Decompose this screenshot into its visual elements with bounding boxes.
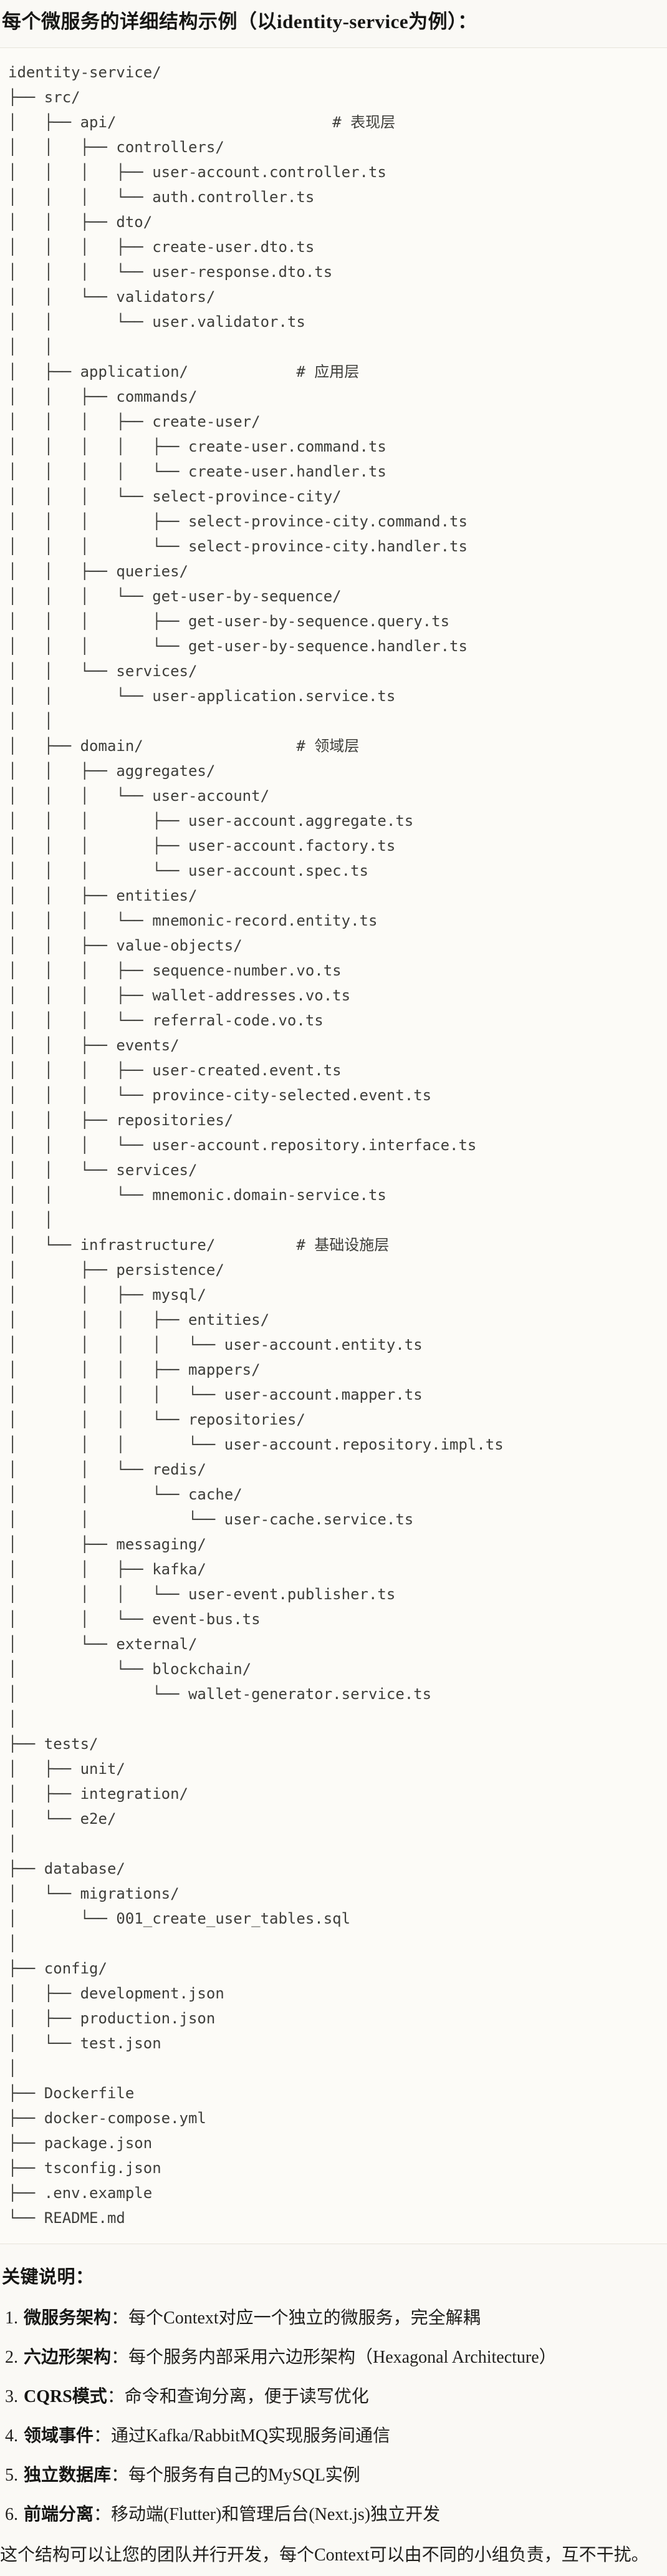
- page-title: 每个微服务的详细结构示例（以identity-service为例）：: [2, 11, 477, 32]
- note-label: 独立数据库: [24, 2465, 112, 2485]
- note-text: ：每个Context对应一个独立的微服务，完全解耦: [111, 2308, 481, 2328]
- note-text: ：命令和查询分离，便于读写优化: [107, 2386, 369, 2406]
- note-item: 2. 六边形架构：每个服务内部采用六边形架构（Hexagonal Architec…: [5, 2344, 667, 2371]
- note-label: 前端分离: [24, 2504, 94, 2524]
- note-label: 领域事件: [24, 2426, 94, 2446]
- note-item: 1. 微服务架构：每个Context对应一个独立的微服务，完全解耦: [5, 2305, 667, 2331]
- note-number: 1.: [5, 2308, 18, 2328]
- notes-list: 1. 微服务架构：每个Context对应一个独立的微服务，完全解耦 2. 六边形架构…: [0, 2305, 667, 2528]
- note-item: 6. 前端分离：移动端(Flutter)和管理后台(Next.js)独立开发: [5, 2501, 667, 2528]
- note-text: ：通过Kafka/RabbitMQ实现服务间通信: [94, 2426, 390, 2446]
- note-label: 微服务架构: [24, 2308, 112, 2328]
- document: 每个微服务的详细结构示例（以identity-service为例）： ident…: [0, 8, 667, 2569]
- note-number: 6.: [5, 2504, 18, 2524]
- note-number: 5.: [5, 2465, 18, 2485]
- note-label: CQRS模式: [24, 2386, 107, 2406]
- directory-tree: identity-service/ ├── src/ │ ├── api/ # …: [8, 64, 504, 2227]
- note-text: ：移动端(Flutter)和管理后台(Next.js)独立开发: [94, 2504, 441, 2524]
- notes-heading: 关键说明：: [2, 2267, 94, 2288]
- note-number: 2.: [5, 2347, 18, 2367]
- note-item: 4. 领域事件：通过Kafka/RabbitMQ实现服务间通信: [5, 2423, 667, 2449]
- note-number: 3.: [5, 2386, 18, 2406]
- note-item: 5. 独立数据库：每个服务有自己的MySQL实例: [5, 2462, 667, 2489]
- closing-paragraph: 这个结构可以让您的团队并行开发，每个Context可以由不同的小组负责，互不干扰…: [0, 2545, 649, 2565]
- note-text: ：每个服务内部采用六边形架构（Hexagonal Architecture）: [111, 2347, 557, 2367]
- note-item: 3. CQRS模式：命令和查询分离，便于读写优化: [5, 2383, 667, 2410]
- note-text: ：每个服务有自己的MySQL实例: [111, 2465, 360, 2485]
- note-number: 4.: [5, 2426, 18, 2446]
- note-label: 六边形架构: [24, 2347, 112, 2367]
- code-block: identity-service/ ├── src/ │ ├── api/ # …: [0, 47, 667, 2245]
